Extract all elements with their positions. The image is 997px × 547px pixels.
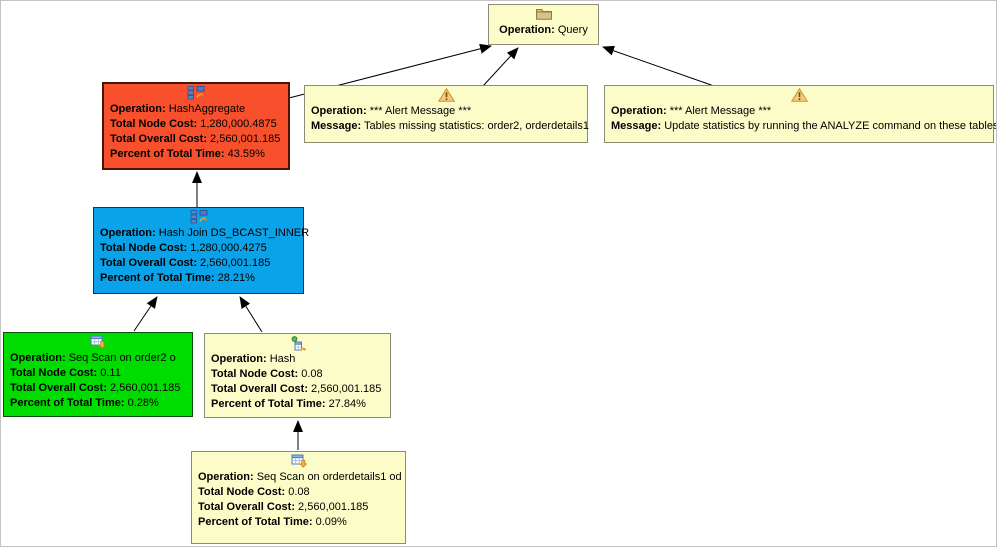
field-label: Total Overall Cost: [10,382,107,394]
node-alert-analyze[interactable]: Operation: *** Alert Message *** Message… [604,85,996,143]
field-label: Operation: [10,352,66,364]
field-value: 0.28% [127,397,159,409]
node-field: Operation: Seq Scan on orderdetails1 od [198,470,402,485]
node-hash-aggregate[interactable]: Operation: HashAggregate Total Node Cost… [102,82,290,170]
field-value: 2,560,001.185 [200,257,271,269]
field-value: 2,560,001.185 [311,383,382,395]
hash-join-icon [100,210,297,226]
field-value: Hash Join DS_BCAST_INNER [158,227,310,239]
field-label: Total Node Cost: [10,367,98,379]
field-label: Percent of Total Time: [198,516,313,528]
node-field: Total Overall Cost: 2,560,001.185 [198,500,399,515]
field-label: Message: [311,120,362,132]
field-value: 2,560,001.185 [210,133,281,145]
field-value: 0.11 [100,367,121,379]
node-hash-join[interactable]: Operation: Hash Join DS_BCAST_INNER Tota… [93,207,309,294]
field-value: 1,280,000.4875 [200,118,277,130]
edge-alert2-to-query [602,45,715,87]
field-value: Seq Scan on orderdetails1 od [256,471,402,483]
node-field: Operation: *** Alert Message *** [311,104,581,119]
edge-alert1-to-query [482,47,519,87]
node-field: Operation: Query [495,23,592,38]
field-value: 2,560,001.185 [298,501,369,513]
node-field: Percent of Total Time: 0.09% [198,515,399,530]
hash-icon [211,336,384,352]
node-field: Total Overall Cost: 2,560,001.185 [211,382,384,397]
field-value: *** Alert Message *** [669,105,772,117]
edge-hash-to-hashjoin [239,296,263,333]
edge-seqscan-order2-to-hashjoin [133,296,158,332]
field-label: Operation: [211,353,267,365]
field-label: Percent of Total Time: [211,398,326,410]
field-label: Total Node Cost: [198,486,286,498]
field-value: 0.09% [315,516,347,528]
hash-aggregate-icon [110,86,282,102]
node-field: Total Node Cost: 0.11 [10,366,186,381]
node-field: Operation: Hash Join DS_BCAST_INNER [100,226,309,241]
field-value: 0.08 [301,368,323,380]
field-value: HashAggregate [168,103,246,115]
node-field: Total Node Cost: 0.08 [198,485,399,500]
field-label: Operation: [611,105,667,117]
field-label: Total Overall Cost: [211,383,308,395]
node-field: Total Node Cost: 1,280,000.4275 [100,241,297,256]
field-label: Operation: [110,103,166,115]
field-value: 28.21% [217,272,255,284]
node-hash[interactable]: Operation: Hash Total Node Cost: 0.08 To… [204,333,391,418]
field-value: 27.84% [328,398,366,410]
field-label: Total Overall Cost: [100,257,197,269]
field-label: Total Node Cost: [211,368,299,380]
node-field: Total Node Cost: 1,280,000.4875 [110,117,282,132]
node-field: Operation: Seq Scan on order2 o [10,351,186,366]
field-label: Operation: [311,105,367,117]
field-value: Query [557,24,588,36]
field-value: 2,560,001.185 [110,382,181,394]
node-field: Percent of Total Time: 28.21% [100,271,297,286]
table-scan-icon [10,335,186,351]
node-field: Total Node Cost: 0.08 [211,367,384,382]
node-seq-scan-order2[interactable]: Operation: Seq Scan on order2 o Total No… [3,332,193,417]
field-value: Seq Scan on order2 o [68,352,176,364]
field-label: Operation: [100,227,156,239]
node-alert-missing-stats[interactable]: Operation: *** Alert Message *** Message… [304,85,589,143]
field-label: Total Overall Cost: [110,133,207,145]
table-scan-icon [198,454,399,470]
node-field: Percent of Total Time: 43.59% [110,147,282,162]
field-value: 43.59% [227,148,265,160]
warning-icon [611,87,987,104]
field-label: Percent of Total Time: [110,148,225,160]
warning-icon [311,87,581,104]
node-field: Total Overall Cost: 2,560,001.185 [110,132,282,147]
field-value: Tables missing statistics: order2, order… [364,120,589,132]
field-label: Percent of Total Time: [100,272,215,284]
field-label: Total Node Cost: [110,118,198,130]
field-label: Operation: [198,471,254,483]
field-label: Percent of Total Time: [10,397,125,409]
node-field: Total Overall Cost: 2,560,001.185 [10,381,186,396]
field-label: Total Overall Cost: [198,501,295,513]
field-value: Update statistics by running the ANALYZE… [664,120,997,132]
field-value: Hash [269,353,296,365]
node-seq-scan-orderdetails1[interactable]: Operation: Seq Scan on orderdetails1 od … [191,451,406,544]
node-query[interactable]: Operation: Query [488,4,599,45]
field-label: Message: [611,120,662,132]
field-value: *** Alert Message *** [369,105,472,117]
field-value: 1,280,000.4275 [190,242,267,254]
node-field: Percent of Total Time: 0.28% [10,396,186,411]
node-field: Operation: Hash [211,352,384,367]
node-field: Percent of Total Time: 27.84% [211,397,384,412]
node-field: Total Overall Cost: 2,560,001.185 [100,256,297,271]
field-label: Total Node Cost: [100,242,188,254]
folder-icon [495,7,592,23]
field-value: 0.08 [288,486,310,498]
node-field: Operation: HashAggregate [110,102,282,117]
field-label: Operation: [499,24,555,36]
node-field: Message: Tables missing statistics: orde… [311,119,589,134]
node-field: Message: Update statistics by running th… [611,119,996,134]
node-field: Operation: *** Alert Message *** [611,104,987,119]
